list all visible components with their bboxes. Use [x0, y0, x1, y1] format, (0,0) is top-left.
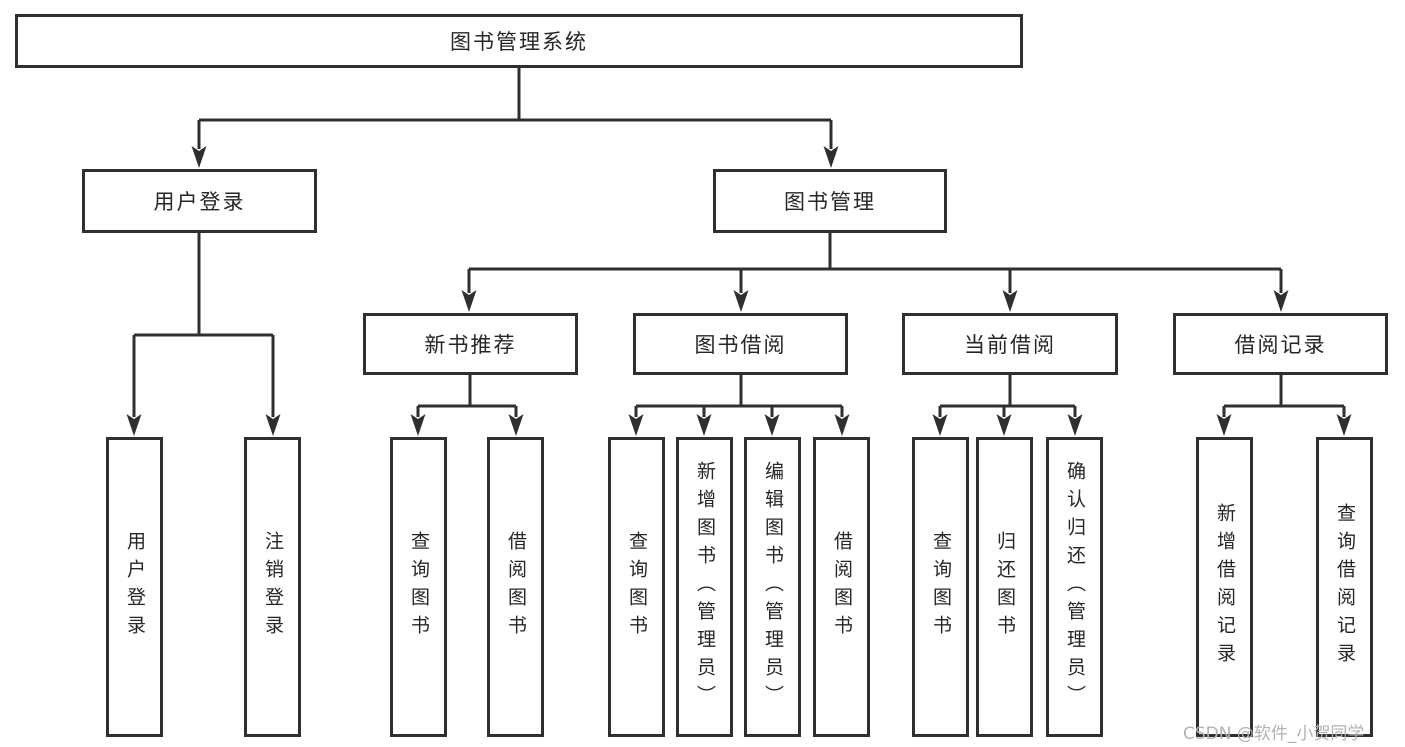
leaf-current-query: 查询图书 — [912, 437, 969, 737]
leaf-records-add-label: 新增借阅记录 — [1214, 503, 1236, 671]
node-borrow-records-label: 借阅记录 — [1234, 333, 1327, 357]
leaf-newbook-query-label: 查询图书 — [408, 531, 430, 643]
csdn-watermark: CSDN @软件_小贺同学 — [1183, 724, 1365, 744]
node-root-label: 图书管理系统 — [450, 30, 588, 54]
leaf-user-login: 用户登录 — [106, 437, 163, 737]
leaf-borrow-query: 查询图书 — [608, 437, 665, 737]
leaf-current-return-label: 归还图书 — [994, 531, 1016, 643]
leaf-borrow-borrow: 借阅图书 — [813, 437, 870, 737]
node-book-borrow-label: 图书借阅 — [694, 333, 787, 357]
leaf-records-query: 查询借阅记录 — [1316, 437, 1373, 737]
leaf-current-query-label: 查询图书 — [930, 531, 952, 643]
node-book-borrow: 图书借阅 — [633, 313, 848, 375]
leaf-borrow-add-admin-label: 新增图书（管理员） — [694, 461, 716, 713]
leaf-newbook-borrow-label: 借阅图书 — [505, 531, 527, 643]
node-new-book-recommend-label: 新书推荐 — [424, 333, 517, 357]
leaf-borrow-edit-admin: 编辑图书（管理员） — [744, 437, 801, 737]
leaf-borrow-add-admin: 新增图书（管理员） — [676, 437, 733, 737]
leaf-borrow-edit-admin-label: 编辑图书（管理员） — [762, 461, 784, 713]
node-root: 图书管理系统 — [15, 14, 1023, 68]
leaf-records-add: 新增借阅记录 — [1196, 437, 1253, 737]
node-borrow-records: 借阅记录 — [1173, 313, 1388, 375]
node-current-borrow-label: 当前借阅 — [964, 333, 1056, 357]
node-book-management: 图书管理 — [713, 169, 947, 233]
leaf-logout: 注销登录 — [244, 437, 301, 737]
leaf-current-return: 归还图书 — [976, 437, 1033, 737]
leaf-current-confirm-admin-label: 确认归还（管理员） — [1064, 461, 1086, 713]
leaf-newbook-borrow: 借阅图书 — [487, 437, 544, 737]
node-user-login-label: 用户登录 — [153, 190, 246, 214]
leaf-borrow-borrow-label: 借阅图书 — [831, 531, 853, 643]
node-new-book-recommend: 新书推荐 — [363, 313, 578, 375]
node-user-login: 用户登录 — [82, 169, 317, 233]
leaf-borrow-query-label: 查询图书 — [626, 531, 648, 643]
leaf-records-query-label: 查询借阅记录 — [1334, 503, 1356, 671]
leaf-newbook-query: 查询图书 — [390, 437, 447, 737]
node-current-borrow: 当前借阅 — [902, 313, 1118, 375]
node-book-management-label: 图书管理 — [784, 190, 876, 214]
leaf-user-login-label: 用户登录 — [124, 531, 146, 643]
leaf-logout-label: 注销登录 — [262, 531, 284, 643]
leaf-current-confirm-admin: 确认归还（管理员） — [1046, 437, 1103, 737]
